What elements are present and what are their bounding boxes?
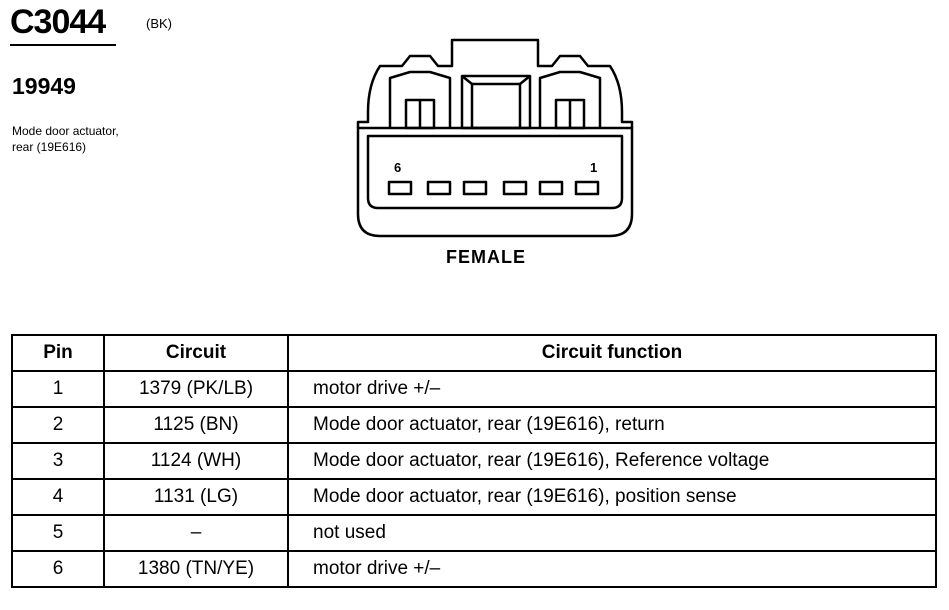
cavity-5	[426, 180, 452, 196]
function-cell: Mode door actuator, rear (19E616), posit…	[287, 478, 937, 516]
function-cell: Mode door actuator, rear (19E616), Refer…	[287, 442, 937, 480]
function-cell: not used	[287, 514, 937, 552]
table-row: 4 1131 (LG) Mode door actuator, rear (19…	[11, 478, 937, 516]
description-line-2: rear (19E616)	[12, 140, 87, 154]
table-row: 3 1124 (WH) Mode door actuator, rear (19…	[11, 442, 937, 480]
table-row: 1 1379 (PK/LB) motor drive +/–	[11, 370, 937, 408]
table-header-row: Pin Circuit Circuit function	[11, 334, 937, 372]
pinout-table: Pin Circuit Circuit function 1 1379 (PK/…	[11, 334, 937, 588]
pin-cell: 2	[11, 406, 105, 444]
connector-id-underline	[10, 44, 116, 46]
pin-cell: 5	[11, 514, 105, 552]
cavity-1	[574, 180, 600, 196]
cavity-label-1: 1	[590, 160, 597, 175]
circuit-cell: 1125 (BN)	[103, 406, 289, 444]
connector-color: (BK)	[146, 16, 172, 31]
table-row: 2 1125 (BN) Mode door actuator, rear (19…	[11, 406, 937, 444]
circuit-cell: 1379 (PK/LB)	[103, 370, 289, 408]
function-cell: motor drive +/–	[287, 550, 937, 588]
circuit-cell: 1131 (LG)	[103, 478, 289, 516]
connector-body-outline	[356, 126, 634, 238]
connector-face-drawing: 6 1	[356, 38, 634, 238]
part-number: 19949	[12, 73, 76, 99]
header-pin: Pin	[11, 334, 105, 372]
cavity-3	[502, 180, 528, 196]
table-row: 6 1380 (TN/YE) motor drive +/–	[11, 550, 937, 588]
pin-cell: 6	[11, 550, 105, 588]
connector-housing-top	[356, 38, 634, 128]
connector-view-label: FEMALE	[446, 247, 526, 267]
description-line-1: Mode door actuator,	[12, 124, 119, 138]
header-function: Circuit function	[287, 334, 937, 372]
pin-cell: 1	[11, 370, 105, 408]
cavity-2	[538, 180, 564, 196]
cavity-label-6: 6	[394, 160, 401, 175]
circuit-cell: –	[103, 514, 289, 552]
pin-cell: 4	[11, 478, 105, 516]
mating-face	[366, 134, 624, 210]
connector-id: C3044	[10, 3, 106, 41]
circuit-cell: 1380 (TN/YE)	[103, 550, 289, 588]
function-cell: motor drive +/–	[287, 370, 937, 408]
circuit-cell: 1124 (WH)	[103, 442, 289, 480]
function-cell: Mode door actuator, rear (19E616), retur…	[287, 406, 937, 444]
header-circuit: Circuit	[103, 334, 289, 372]
table-row: 5 – not used	[11, 514, 937, 552]
cavity-6	[387, 180, 413, 196]
component-description: Mode door actuator, rear (19E616)	[12, 123, 212, 155]
pin-cell: 3	[11, 442, 105, 480]
cavity-4	[462, 180, 488, 196]
